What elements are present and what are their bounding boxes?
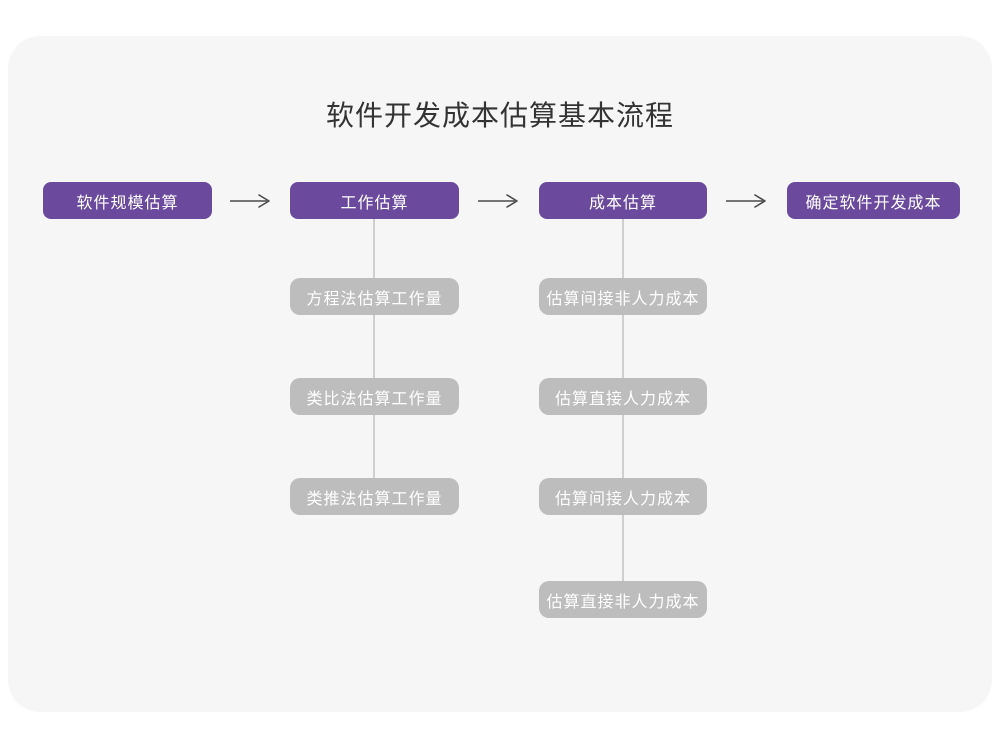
- flowchart-card: 软件开发成本估算基本流程 软件规模估算 工作估算 成本估算 确定软件开发成本: [8, 36, 992, 712]
- work-estimation-connector-line: [373, 219, 375, 481]
- flow-step-label: 成本估算: [588, 194, 657, 212]
- method-label: 类推法估算工作量: [306, 490, 443, 508]
- flow-step-work-estimation: 工作估算: [290, 182, 459, 219]
- method-label: 估算间接非人力成本: [546, 290, 700, 308]
- right-arrow-icon: [229, 193, 273, 209]
- cost-method-indirect-non-labor: 估算间接非人力成本: [539, 278, 707, 315]
- method-label: 类比法估算工作量: [306, 390, 443, 408]
- cost-method-direct-labor: 估算直接人力成本: [539, 378, 707, 415]
- right-arrow-icon: [725, 193, 769, 209]
- work-method-equation: 方程法估算工作量: [290, 278, 459, 315]
- flow-step-software-scale-estimation: 软件规模估算: [43, 182, 212, 219]
- right-arrow-icon: [477, 193, 521, 209]
- diagram-title: 软件开发成本估算基本流程: [325, 100, 674, 131]
- method-label: 估算直接人力成本: [554, 390, 691, 408]
- flow-step-determine-software-dev-cost: 确定软件开发成本: [787, 182, 960, 219]
- method-label: 估算间接人力成本: [554, 490, 691, 508]
- flow-step-label: 工作估算: [340, 194, 409, 212]
- method-label: 估算直接非人力成本: [546, 593, 700, 611]
- method-label: 方程法估算工作量: [306, 290, 443, 308]
- work-method-extrapolation: 类推法估算工作量: [290, 478, 459, 515]
- work-method-analogy: 类比法估算工作量: [290, 378, 459, 415]
- cost-method-direct-non-labor: 估算直接非人力成本: [539, 581, 707, 618]
- cost-method-indirect-labor: 估算间接人力成本: [539, 478, 707, 515]
- flow-step-label: 软件规模估算: [76, 194, 179, 212]
- flow-step-label: 确定软件开发成本: [805, 194, 942, 212]
- flow-step-cost-estimation: 成本估算: [539, 182, 707, 219]
